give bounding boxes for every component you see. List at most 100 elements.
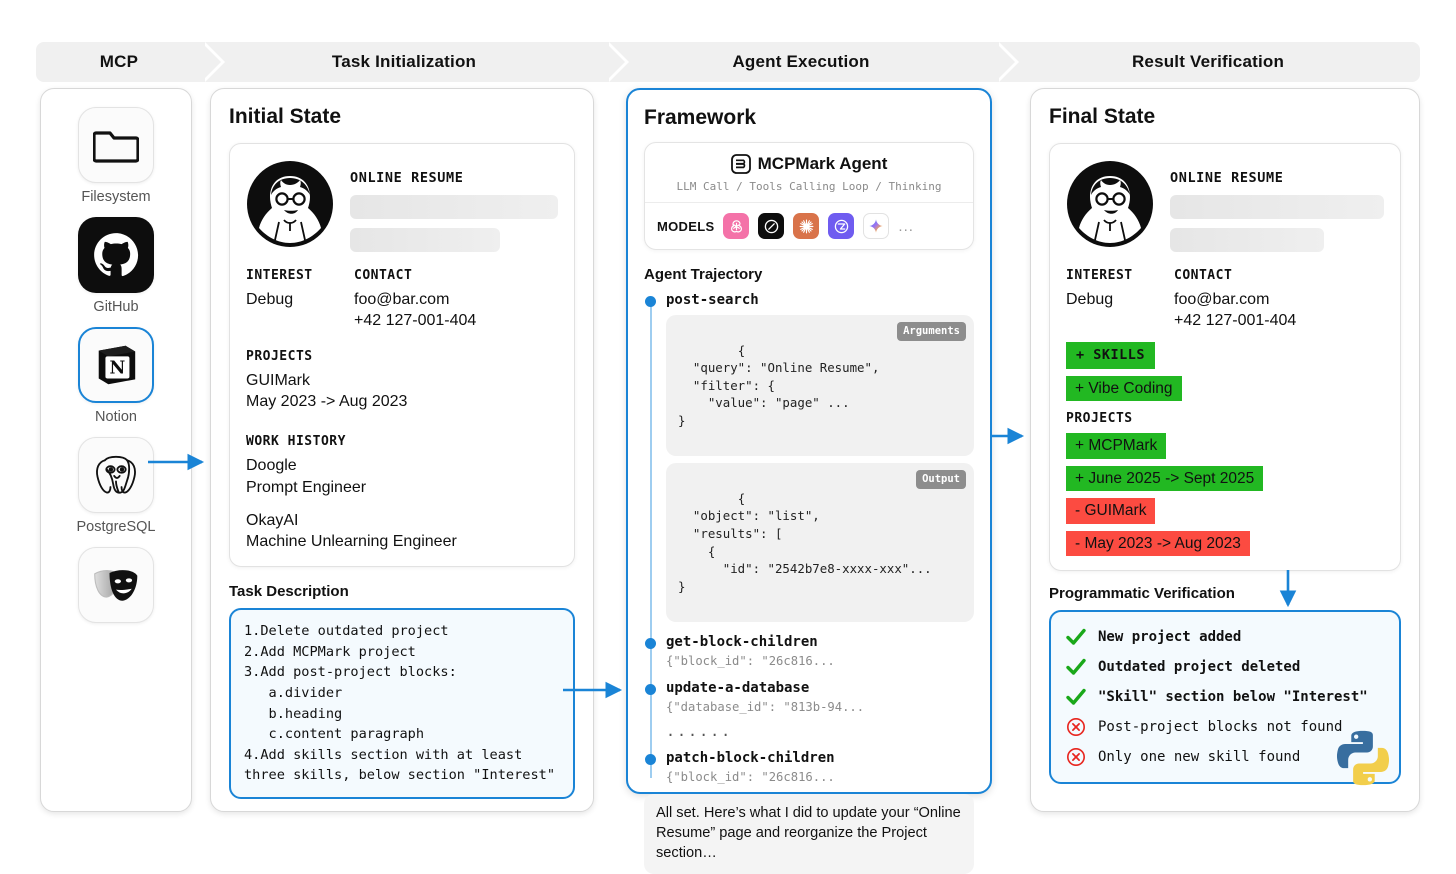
interest-value: Debug — [1066, 291, 1114, 308]
models-more: ... — [898, 217, 914, 235]
work-role: Prompt Engineer — [246, 478, 367, 496]
placeholder-bar — [350, 195, 558, 219]
programmatic-verification-title: Programmatic Verification — [1049, 584, 1235, 602]
step-snippet: {"block_id": "26c816... — [666, 654, 835, 669]
interest-label: INTEREST — [246, 268, 313, 283]
contact-email: foo@bar.com — [354, 291, 450, 308]
stage-label: Task Initialization — [331, 52, 477, 71]
step-name: get-block-children — [666, 634, 818, 651]
resume-heading: ONLINE RESUME — [1170, 170, 1284, 186]
trajectory-step[interactable]: post-search Arguments{ "query": "Online … — [645, 292, 974, 623]
postgresql-icon-tile[interactable] — [78, 437, 154, 513]
verification-row: New project added — [1063, 622, 1387, 652]
output-code: { "object": "list", "results": [ { "id":… — [678, 490, 932, 594]
placeholder-bar — [350, 228, 500, 252]
step-dot-icon — [645, 754, 656, 766]
mcp-servers-panel: Filesystem GitHub N Notion — [40, 88, 192, 812]
mcp-server-github[interactable]: GitHub — [78, 217, 154, 325]
verification-text: Outdated project deleted — [1098, 658, 1301, 675]
verification-text: New project added — [1098, 628, 1242, 645]
step-output-box: Output{ "object": "list", "results": [ {… — [666, 463, 974, 623]
mcp-server-label: PostgreSQL — [76, 519, 156, 535]
resume-heading: ONLINE RESUME — [350, 170, 464, 186]
mcp-server-label: GitHub — [93, 299, 139, 315]
avatar — [246, 160, 334, 248]
trajectory-step[interactable]: patch-block-children {"block_id": "26c81… — [645, 750, 974, 784]
work-company: Doogle — [246, 457, 297, 475]
agent-trajectory: post-search Arguments{ "query": "Online … — [644, 292, 974, 784]
gemini-icon[interactable] — [863, 213, 890, 239]
interest-label: INTEREST — [1066, 268, 1133, 283]
page-title-framework: Framework — [644, 106, 757, 129]
step-name: post-search — [666, 292, 759, 308]
step-dot-icon — [645, 296, 656, 307]
avatar-illustration — [1067, 161, 1153, 247]
task-description-text: 1.Delete outdated project 2.Add MCPMark … — [229, 607, 575, 800]
trajectory-step[interactable]: get-block-children {"block_id": "26c816.… — [645, 634, 974, 669]
zhipu-icon[interactable] — [828, 213, 855, 239]
verification-row: "Skill" section below "Interest" — [1063, 682, 1387, 712]
mcp-server-label: Notion — [95, 409, 137, 425]
mcp-server-filesystem[interactable]: Filesystem — [78, 107, 154, 215]
initial-resume-card: ONLINE RESUME INTEREST Debug CONTACT foo… — [229, 143, 575, 567]
diff-row: + June 2025 -> Sept 2025 — [1066, 465, 1264, 492]
stage-label: MCP — [99, 52, 139, 71]
diff-row: + MCPMark — [1066, 433, 1167, 459]
contact-phone: +42 127-001-404 — [1174, 312, 1297, 330]
mcp-server-postgresql[interactable]: PostgreSQL — [77, 437, 156, 545]
verification-row: Only one new skill found — [1063, 742, 1387, 772]
initial-state-panel: Initial State — [210, 88, 594, 812]
openai-icon[interactable] — [723, 213, 750, 239]
check-icon — [1066, 628, 1086, 645]
theater-masks-icon-tile[interactable] — [78, 547, 154, 623]
diff-added-skill: + Vibe Coding — [1066, 376, 1182, 402]
projects-label: PROJECTS — [246, 349, 313, 365]
cross-circle-icon — [1067, 747, 1085, 766]
diff-row: - May 2023 -> Aug 2023 — [1066, 530, 1250, 556]
agent-name-label: MCPMark Agent — [757, 154, 888, 173]
work-role: Machine Unlearning Engineer — [246, 532, 457, 550]
framework-panel: Framework MCPMark Agent LLM Call / Tools… — [626, 88, 992, 874]
final-state-panel: Final State — [1030, 88, 1420, 812]
interest-value: Debug — [246, 291, 294, 308]
verification-text: Post-project blocks not found — [1098, 718, 1343, 735]
mcp-server-notion[interactable]: N Notion — [78, 327, 154, 435]
page-title-final: Final State — [1049, 105, 1156, 128]
stage-banner: MCP Task Initialization Agent Execution … — [36, 42, 1420, 82]
contact-email: foo@bar.com — [1174, 291, 1270, 308]
avatar — [1066, 160, 1154, 248]
notion-icon-tile[interactable]: N — [78, 327, 154, 403]
stage-label: Agent Execution — [732, 52, 870, 71]
mcp-server-playwright[interactable] — [78, 547, 154, 639]
agent-subtitle: LLM Call / Tools Calling Loop / Thinking — [676, 180, 942, 193]
project-name: GUIMark — [246, 372, 310, 390]
trajectory-ellipsis: ...... — [666, 722, 733, 741]
mcpmark-logo-icon — [730, 154, 751, 174]
verification-text: "Skill" section below "Interest" — [1098, 688, 1368, 705]
trajectory-step[interactable]: update-a-database {"database_id": "813b-… — [645, 680, 974, 714]
stage-agent-execution: Agent Execution — [606, 42, 1019, 82]
project-dates: May 2023 -> Aug 2023 — [246, 393, 408, 411]
check-icon — [1066, 688, 1086, 705]
work-company: OkayAI — [246, 511, 299, 529]
check-icon — [1066, 658, 1086, 675]
step-dot-icon — [645, 684, 656, 696]
step-dot-icon — [645, 638, 656, 650]
anthropic-icon[interactable] — [758, 213, 785, 239]
output-tag: Output — [916, 470, 966, 490]
stage-mcp: MCP — [36, 42, 225, 82]
stage-label: Result Verification — [1131, 52, 1285, 71]
python-logo — [1332, 727, 1394, 794]
task-description-title: Task Description — [229, 582, 349, 600]
theater-masks-icon — [94, 569, 138, 601]
placeholder-bar — [1170, 228, 1325, 252]
arguments-code: { "query": "Online Resume", "filter": { … — [678, 342, 880, 429]
agent-card: MCPMark Agent LLM Call / Tools Calling L… — [644, 142, 974, 250]
verification-results: New project added Outdated project delet… — [1049, 609, 1401, 784]
github-icon-tile[interactable] — [78, 217, 154, 293]
contact-label: CONTACT — [354, 268, 413, 283]
folder-icon-tile[interactable] — [78, 107, 154, 183]
claude-burst-icon[interactable] — [793, 213, 820, 239]
folder-icon — [93, 131, 139, 163]
work-history-label: WORK HISTORY — [246, 434, 346, 450]
